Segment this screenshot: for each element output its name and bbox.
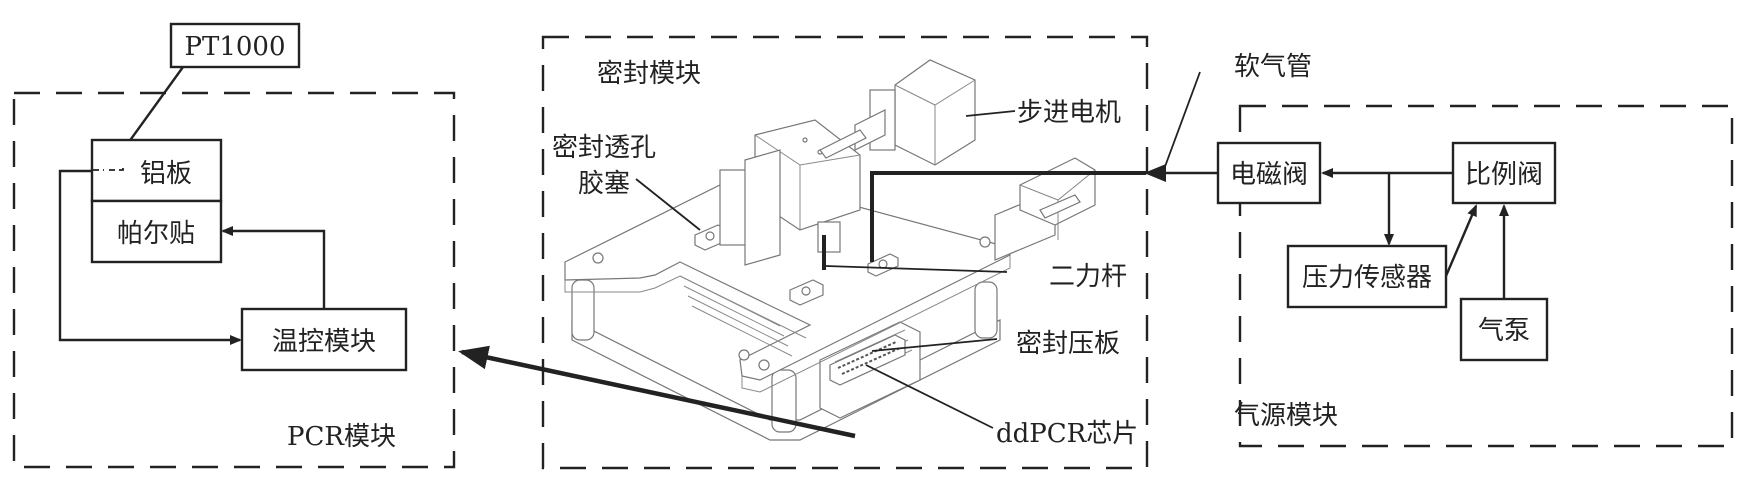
air-module-boundary [1238,104,1734,448]
stepper-motor-leader-line [965,110,1016,117]
arrow-pressure-sensor-to-proportional [1444,204,1478,277]
aluminum-plate-label: 铝板 [140,159,192,189]
seal-module-boundary [541,35,1149,470]
seal-module-title: 密封模块 [597,59,701,89]
two-force-rod-label: 二力杆 [1049,262,1127,292]
seal-mechanism-illustration [564,59,1096,441]
chip-leader-line [865,364,994,429]
proportional-valve-box [1451,141,1557,205]
proportional-valve-label: 比例阀 [1465,160,1543,190]
rubber-plug-label-line2: 胶塞 [578,169,630,199]
rubber-plug-leader-line [635,178,701,231]
peltier-box [90,199,223,264]
stepper-motor-label: 步进电机 [1017,98,1121,128]
pressure-sensor-label: 压力传感器 [1302,263,1432,293]
arrow-tempcontrol-to-peltier [221,226,326,309]
pcr-module: PCR模块 PT1000 铝板 帕尔贴 温控模块 [12,22,456,469]
sensor-embed-mark [93,164,124,171]
seal-plate-leader-line [871,338,998,352]
solenoid-valve-box [1216,141,1322,205]
two-force-rod-leader-line [825,265,1008,273]
air-pump-label: 气泵 [1478,316,1530,346]
air-pump-box [1459,297,1549,362]
temp-control-label: 温控模块 [272,327,376,357]
pcr-module-boundary [12,91,456,469]
pcr-module-title: PCR模块 [287,422,396,452]
seal-plate-label: 密封压板 [1016,329,1120,359]
seal-module: 密封模块 [541,35,1149,470]
peltier-label: 帕尔贴 [117,219,195,249]
hose-leader-line [1162,71,1201,173]
air-hose-line [870,171,1146,262]
temp-control-box [240,307,408,372]
air-module-title: 气源模块 [1234,401,1338,431]
chip-label: ddPCR芯片 [996,419,1138,449]
pt1000-label: PT1000 [184,32,285,62]
arrow-aluminum-to-tempcontrol [58,169,242,345]
hose-label: 软气管 [1234,52,1312,82]
air-source-module: 软气管 电磁阀 比例阀 压力传感器 气泵 气源模块 [1144,52,1734,448]
solenoid-valve-label: 电磁阀 [1230,160,1308,190]
pt1000-box [169,22,301,69]
arrow-chip-to-pcr-module [458,345,856,439]
pressure-sensor-box [1286,244,1448,309]
rubber-plug-label-line1: 密封透孔 [552,133,656,163]
